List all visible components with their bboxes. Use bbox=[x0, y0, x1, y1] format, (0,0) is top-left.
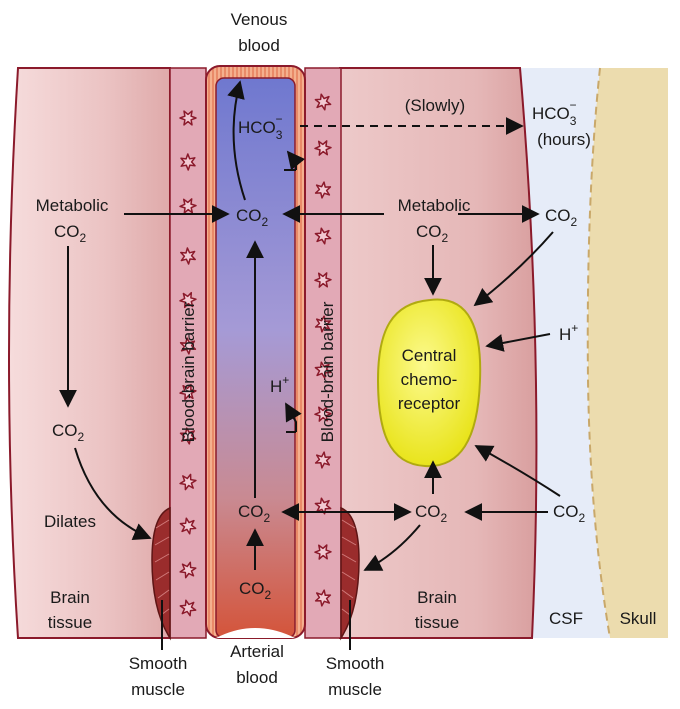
smooth-label-left-2: muscle bbox=[131, 680, 185, 699]
endothelial-cell bbox=[179, 427, 197, 445]
endothelial-cell bbox=[314, 361, 332, 379]
endothelial-cell bbox=[179, 110, 197, 126]
endothelial-cell bbox=[179, 473, 197, 491]
brain-tissue-right-2: tissue bbox=[415, 613, 459, 632]
endothelial-cell bbox=[179, 337, 197, 355]
hco3-csf: HCO3− bbox=[532, 98, 577, 128]
co2-csf-upper: CO2 bbox=[545, 206, 578, 229]
co2-csf-lower: CO2 bbox=[553, 502, 586, 525]
endothelial-cell bbox=[314, 140, 332, 156]
bbb-label-left: Blood-brain barrier bbox=[179, 301, 198, 442]
endothelial-cell bbox=[314, 589, 332, 607]
brain-tissue-right-1: Brain bbox=[417, 588, 457, 607]
endothelial-cell bbox=[314, 544, 332, 560]
endothelial-cell bbox=[179, 291, 197, 309]
venous-label-1: Venous bbox=[231, 10, 288, 29]
endothelial-cell bbox=[314, 227, 332, 245]
receptor-label-3: receptor bbox=[398, 394, 461, 413]
endothelial-cell bbox=[314, 272, 332, 288]
brain-tissue-left-2: tissue bbox=[48, 613, 92, 632]
skull-label: Skull bbox=[620, 609, 657, 628]
smooth-label-left-1: Smooth bbox=[129, 654, 188, 673]
brain-tissue-left-1: Brain bbox=[50, 588, 90, 607]
co2-vessel-lower: CO2 bbox=[238, 502, 271, 525]
metabolic-left-2: CO2 bbox=[54, 222, 87, 245]
hco3-vessel: HCO3− bbox=[238, 112, 283, 142]
smooth-muscle-left bbox=[151, 506, 171, 641]
endothelial-cell bbox=[314, 93, 332, 111]
endothelial-cells bbox=[179, 93, 332, 617]
hplus-csf: H+ bbox=[559, 321, 578, 344]
co2-arterial: CO2 bbox=[239, 579, 272, 602]
endothelial-cell bbox=[180, 247, 196, 265]
arrows bbox=[59, 80, 561, 571]
metabolic-left-1: Metabolic bbox=[36, 196, 109, 215]
co2-vessel-upper: CO2 bbox=[236, 206, 269, 229]
smooth-label-right-1: Smooth bbox=[326, 654, 385, 673]
hplus-vessel: H+ bbox=[270, 373, 289, 396]
skull-region bbox=[587, 68, 668, 638]
arterial-label-1: Arterial bbox=[230, 642, 284, 661]
skull-boundary bbox=[586, 67, 611, 639]
csf-label: CSF bbox=[549, 609, 583, 628]
endothelial-cell bbox=[179, 599, 197, 617]
endothelial-cell bbox=[180, 153, 196, 171]
csf-region bbox=[520, 68, 610, 638]
endothelial-cell bbox=[179, 383, 197, 401]
endothelial-cell bbox=[314, 181, 332, 199]
endothelial-cell bbox=[179, 517, 197, 535]
venous-label-2: blood bbox=[238, 36, 280, 55]
arterial-label-2: blood bbox=[236, 668, 278, 687]
endothelial-cell bbox=[314, 315, 332, 333]
brain-tissue-left bbox=[8, 67, 171, 639]
slowly-label: (Slowly) bbox=[405, 96, 465, 115]
arterial-inlet bbox=[216, 628, 295, 638]
metabolic-right-2: CO2 bbox=[416, 222, 449, 245]
endothelial-cell bbox=[314, 406, 332, 422]
dilates-label: Dilates bbox=[44, 512, 96, 531]
hours-label: (hours) bbox=[537, 130, 591, 149]
co2-tissue-right: CO2 bbox=[415, 502, 448, 525]
receptor-label-2: chemo- bbox=[401, 370, 458, 389]
bbb-label-right: Blood-brain barrier bbox=[318, 301, 337, 442]
endothelial-cell bbox=[314, 451, 332, 469]
smooth-label-right-2: muscle bbox=[328, 680, 382, 699]
metabolic-right-1: Metabolic bbox=[398, 196, 471, 215]
receptor-label-1: Central bbox=[402, 346, 457, 365]
co2-left-lower: CO2 bbox=[52, 421, 85, 444]
endothelial-cell bbox=[179, 561, 197, 579]
